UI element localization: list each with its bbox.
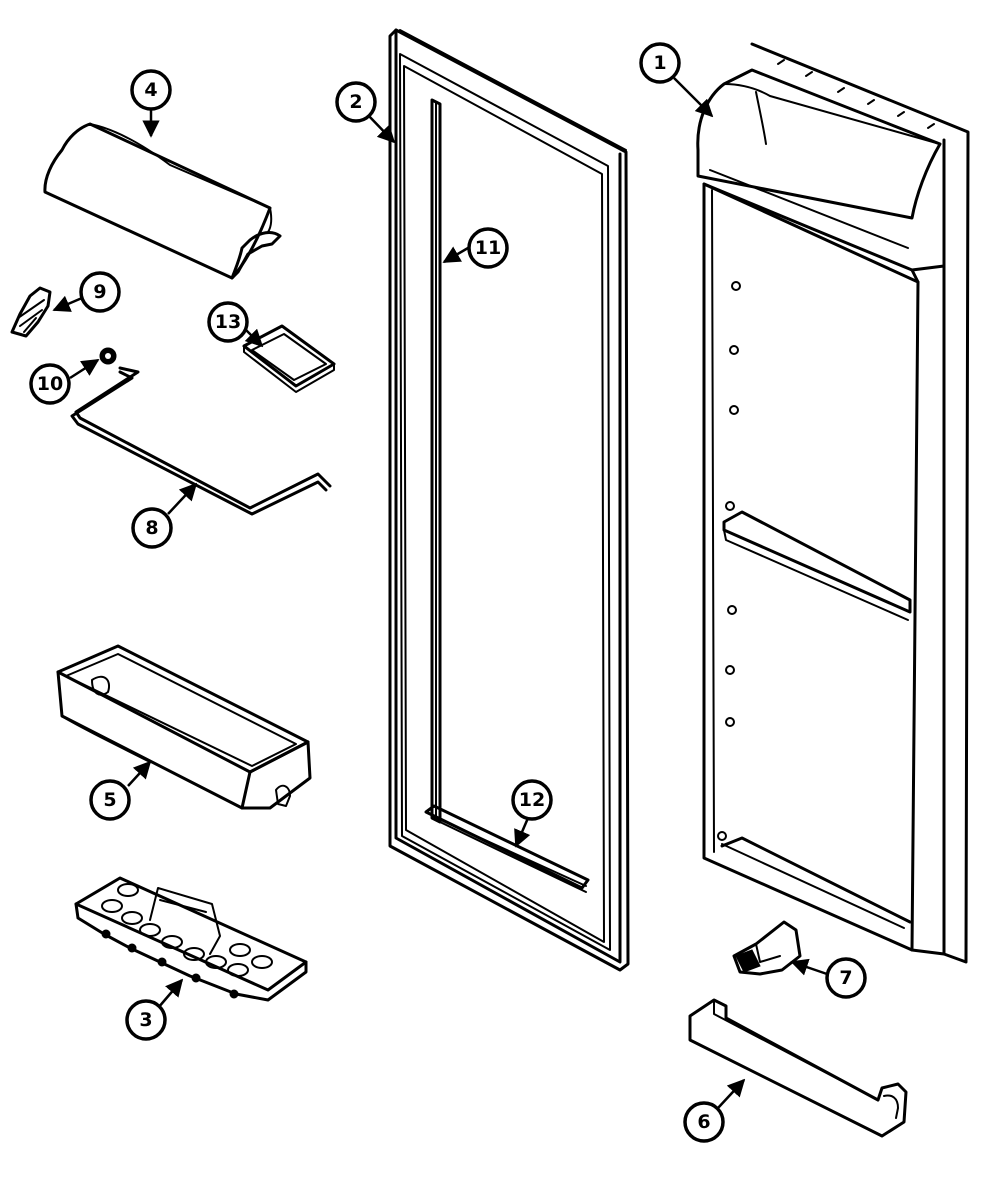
callout-3: 3 [125,999,167,1041]
callout-6: 6 [683,1101,725,1143]
part-1-door-liner [696,42,970,964]
callout-2: 2 [335,81,377,123]
callout-12: 12 [511,779,553,821]
callout-13: 13 [207,301,249,343]
svg-text:12: 12 [519,789,545,811]
svg-text:7: 7 [839,967,852,989]
part-5-door-bin [56,644,312,810]
leader-lines [52,77,828,1109]
svg-text:10: 10 [37,373,63,395]
callout-10: 10 [29,363,71,405]
svg-text:5: 5 [103,789,116,811]
svg-text:6: 6 [697,1111,710,1133]
part-10-nut [99,347,117,365]
callout-5: 5 [89,779,131,821]
part-4-dairy-cover [43,122,282,280]
svg-text:13: 13 [215,311,241,333]
part-3-egg-tray [74,876,308,1002]
part-13-small-tray [242,324,336,393]
part-7-bracket [732,920,802,976]
svg-text:8: 8 [145,517,158,539]
part-11-vertical-strip [430,98,442,824]
part-8-wire-rack [70,366,332,516]
callout-1: 1 [639,42,681,84]
callout-9: 9 [79,271,121,313]
callout-7: 7 [825,957,867,999]
part-2-door-gasket [388,28,630,972]
callout-11: 11 [467,227,509,269]
svg-text:3: 3 [139,1009,152,1031]
svg-text:1: 1 [653,52,666,74]
svg-text:11: 11 [475,237,501,259]
part-12-bottom-strip [424,804,590,893]
callout-4: 4 [130,69,172,111]
svg-text:4: 4 [144,79,157,101]
svg-text:2: 2 [349,91,362,113]
callout-8: 8 [131,507,173,549]
part-6-door-shelf [688,998,908,1138]
part-9-clip [10,286,52,338]
svg-text:9: 9 [93,281,106,303]
